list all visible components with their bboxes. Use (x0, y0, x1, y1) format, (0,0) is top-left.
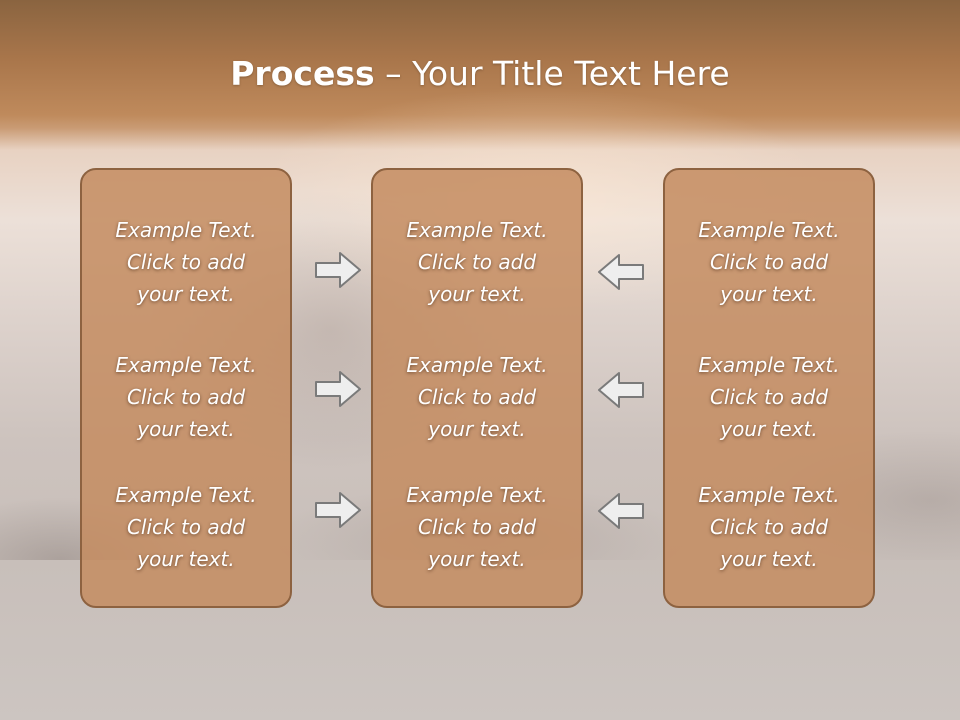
process-card-middle[interactable]: Example Text. Click to add your text. Ex… (371, 168, 583, 608)
process-card-left[interactable]: Example Text. Click to add your text. Ex… (80, 168, 292, 608)
title-bold-text: Process (230, 54, 375, 93)
card-text-block[interactable]: Example Text. Click to add your text. (698, 483, 840, 571)
card-text-block[interactable]: Example Text. Click to add your text. (406, 353, 548, 441)
card-text-block[interactable]: Example Text. Click to add your text. (406, 218, 548, 306)
right-arrow-icon (315, 252, 361, 288)
card-text-block[interactable]: Example Text. Click to add your text. (698, 353, 840, 441)
title-separator: – (374, 54, 413, 93)
card-text-block[interactable]: Example Text. Click to add your text. (698, 218, 840, 306)
card-text-block[interactable]: Example Text. Click to add your text. (115, 218, 257, 306)
card-text-block[interactable]: Example Text. Click to add your text. (115, 353, 257, 441)
left-arrow-icon (598, 372, 644, 408)
left-arrow-icon (598, 254, 644, 290)
right-arrow-icon (315, 492, 361, 528)
card-text-block[interactable]: Example Text. Click to add your text. (406, 483, 548, 571)
title-rest-text: Your Title Text Here (412, 54, 730, 93)
card-text-block[interactable]: Example Text. Click to add your text. (115, 483, 257, 571)
left-arrow-icon (598, 493, 644, 529)
process-card-right[interactable]: Example Text. Click to add your text. Ex… (663, 168, 875, 608)
right-arrow-icon (315, 371, 361, 407)
slide-title[interactable]: Process – Your Title Text Here (0, 52, 960, 96)
